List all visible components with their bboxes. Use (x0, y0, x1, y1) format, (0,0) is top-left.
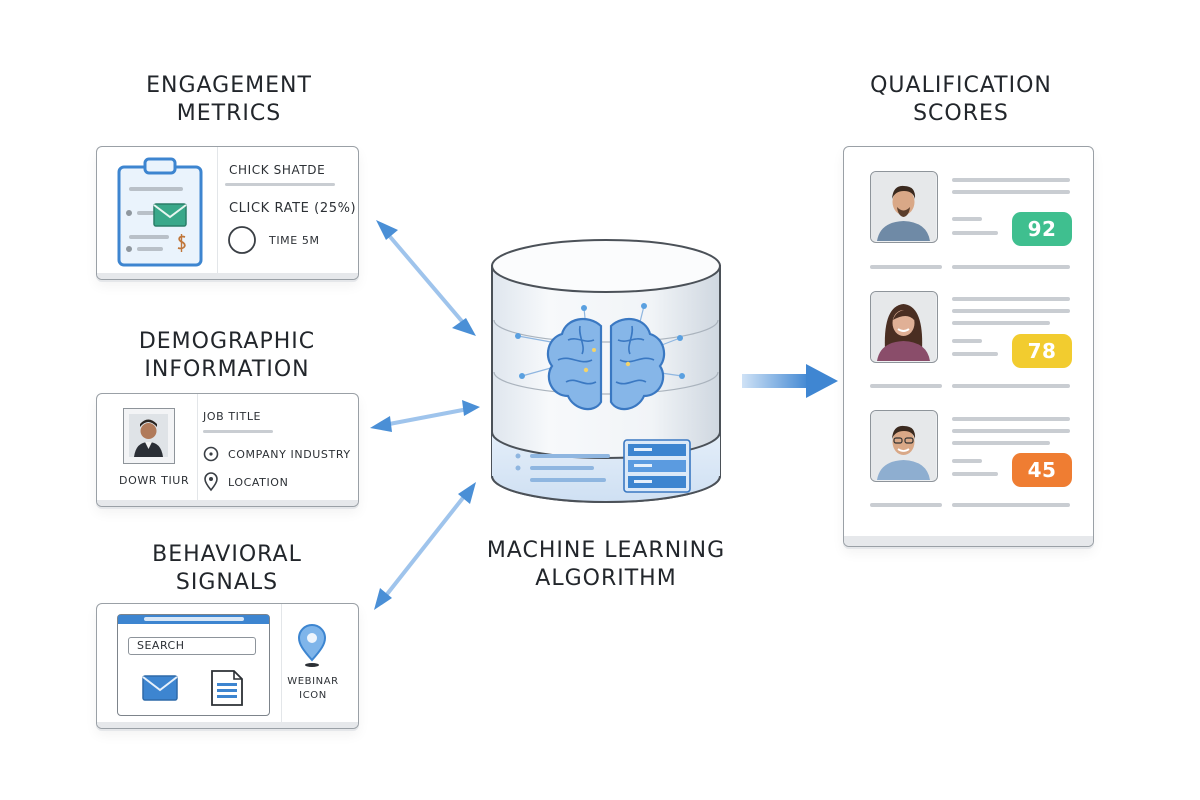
demographic-heading-line1: DEMOGRAPHIC (138, 329, 316, 354)
row-divider (952, 384, 1070, 388)
row-divider (952, 265, 1070, 269)
ml-label-line1: MACHINE LEARNING (486, 538, 726, 563)
card-footer (844, 536, 1093, 546)
browser-window: SEARCH (117, 614, 270, 716)
text-line (952, 190, 1070, 194)
building-icon (203, 446, 219, 462)
engagement-arrow (376, 220, 476, 336)
text-line (952, 297, 1070, 301)
server-card-icon (623, 439, 691, 493)
demographic-information-card: DOWR TIUR JOB TITLE COMPANY INDUSTRY LOC… (96, 393, 359, 507)
engagement-heading-line2: METRICS (176, 101, 282, 126)
lead-2-avatar (870, 291, 938, 363)
envelope-icon (153, 203, 187, 227)
text-line (952, 459, 982, 463)
webinar-pin-icon (297, 624, 327, 667)
card-divider (197, 394, 198, 502)
ml-database-cylinder (491, 239, 721, 503)
text-line (952, 472, 998, 476)
person-photo-icon (129, 414, 168, 457)
text-line (952, 352, 998, 356)
location-pin-icon (204, 472, 218, 492)
text-line (952, 429, 1070, 433)
qualification-heading-line2: SCORES (913, 101, 1009, 126)
text-line (203, 430, 273, 433)
behavioral-arrow (374, 482, 476, 610)
row-divider (870, 503, 942, 507)
row-divider (952, 503, 1070, 507)
behavioral-heading-line2: SIGNALS (175, 570, 279, 595)
behavioral-signals-card: SEARCH WEBINAR ICON (96, 603, 359, 729)
person-photo-icon (871, 172, 936, 241)
ml-label-line2: ALGORITHM (535, 566, 677, 591)
qualification-heading-line1: QUALIFICATION (870, 73, 1052, 98)
click-rate-label: CLICK RATE (25%) (229, 201, 357, 216)
demographic-heading-line2: INFORMATION (144, 357, 310, 382)
behavioral-signals-heading: BEHAVIORAL SIGNALS (96, 541, 358, 597)
text-line (225, 183, 335, 186)
card-footer (97, 500, 358, 506)
text-line (952, 178, 1070, 182)
text-line (952, 441, 1050, 445)
qualification-scores-heading: QUALIFICATION SCORES (836, 72, 1086, 128)
card-footer (97, 722, 358, 728)
company-industry-label: COMPANY INDUSTRY (228, 448, 351, 461)
job-title-label: JOB TITLE (203, 410, 262, 423)
lead-2-score-badge: 78 (1012, 334, 1072, 368)
browser-address-bar (144, 617, 244, 621)
text-line (952, 339, 982, 343)
demographic-arrow (370, 400, 480, 432)
card-footer (97, 273, 358, 279)
lead-1-avatar (870, 171, 938, 243)
card-divider (217, 147, 218, 275)
brain-icon (546, 317, 666, 411)
time-label: TIME 5M (269, 234, 320, 247)
photo-caption: DOWR TIUR (119, 474, 190, 487)
text-line (952, 217, 982, 221)
demographic-information-heading: DEMOGRAPHIC INFORMATION (96, 328, 358, 384)
lead-3-avatar (870, 410, 938, 482)
person-photo-icon (871, 411, 936, 480)
dollar-icon (177, 234, 186, 252)
person-photo-icon (871, 292, 936, 361)
row-divider (870, 384, 942, 388)
timer-circle-icon (228, 226, 256, 254)
behavioral-heading-line1: BEHAVIORAL (152, 542, 302, 567)
location-label: LOCATION (228, 476, 289, 489)
card-divider (281, 604, 282, 724)
text-line (952, 417, 1070, 421)
ml-algorithm-label: MACHINE LEARNING ALGORITHM (470, 537, 742, 593)
profile-photo-frame (123, 408, 175, 464)
webinar-label-line2: ICON (299, 690, 327, 701)
text-line (952, 231, 998, 235)
row-divider (870, 265, 942, 269)
search-text: SEARCH (137, 639, 185, 652)
email-icon (142, 675, 178, 701)
engagement-metrics-heading: ENGAGEMENT METRICS (98, 72, 360, 128)
lead-3-score-badge: 45 (1012, 453, 1072, 487)
webinar-label-line1: WEBINAR (287, 676, 339, 687)
output-arrow (742, 364, 838, 398)
lead-1-score-badge: 92 (1012, 212, 1072, 246)
document-icon (211, 670, 243, 706)
text-line (952, 309, 1070, 313)
text-line (952, 321, 1050, 325)
search-box[interactable]: SEARCH (128, 637, 256, 655)
qualification-scores-card: 92 78 45 (843, 146, 1094, 547)
engagement-metrics-card: CHICK SHATDE CLICK RATE (25%) TIME 5M (96, 146, 359, 280)
engagement-heading-line1: ENGAGEMENT (146, 73, 312, 98)
garbled-metric-label: CHICK SHATDE (229, 163, 326, 177)
